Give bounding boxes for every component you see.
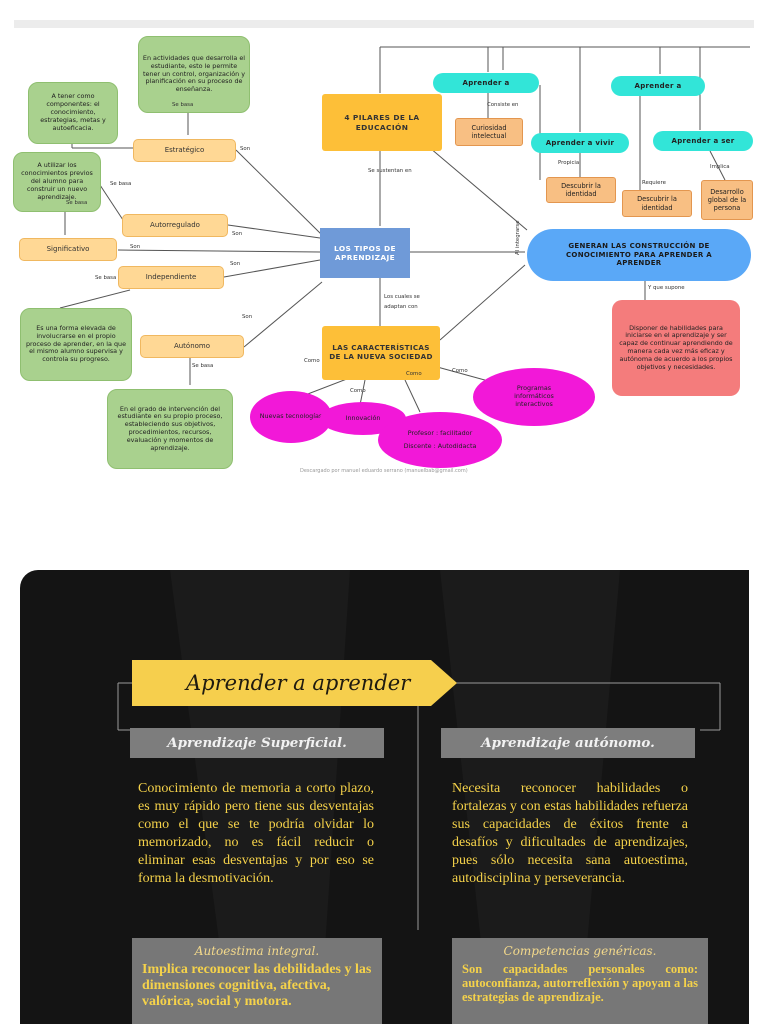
label-consiste-en: Consiste en (487, 102, 519, 108)
label-como-3: Como (406, 371, 422, 377)
label-se-sustentan: Se sustentan en (368, 168, 412, 174)
label-requiere: Requiere (642, 180, 666, 186)
society-teacher-student: Profesor : facilitador Discente : Autodi… (378, 412, 502, 468)
type-estrategico: Estratégico (133, 139, 236, 162)
label-son-4: Son (230, 261, 241, 267)
right-box-text: Son capacidades personales como: autocon… (462, 962, 698, 1004)
pillar-aprender-a-vivir: Aprender a vivir (531, 133, 629, 153)
type-significativo: Significativo (19, 238, 117, 261)
society-programs: Programas informáticos interactivos (473, 368, 595, 426)
pillars-node: 4 PILARES DE LA EDUCACIÓN (322, 94, 442, 151)
generate-node: GENERAN LAS CONSTRUCCIÓN DE CONOCIMIENTO… (527, 229, 751, 281)
autonomous-description-box: En el grado de intervención del estudian… (107, 389, 233, 469)
label-son-5: Son (242, 314, 253, 320)
type-autonomo: Autónomo (140, 335, 244, 358)
society-new-technologies: Nuevas tecnologías (250, 391, 332, 443)
strategic-description-box: En actividades que desarrolla el estudia… (138, 36, 250, 113)
teacher-label: Profesor : facilitador (407, 428, 473, 437)
independent-description-box: Es una forma elevada de involucrarse en … (20, 308, 132, 381)
characteristics-node: LAS CARACTERÍSTICAS DE LA NUEVA SOCIEDAD (322, 326, 440, 380)
prior-knowledge-box: A utilizar los conocimientos previos del… (13, 152, 101, 212)
label-al-integrarse: Al integrarse (515, 220, 521, 255)
poster-title: Aprender a aprender (186, 671, 411, 695)
center-node: LOS TIPOS DE APRENDIZAJE (320, 228, 410, 278)
label-se-basa-3: Se basa (66, 200, 88, 206)
concept-map: En actividades que desarrolla el estudia… (0, 30, 768, 480)
components-box: A tener como componentes: el conocimient… (28, 82, 118, 144)
poster-title-banner: Aprender a aprender (132, 660, 457, 706)
label-los-cuales: Los cuales se adaptan con (384, 294, 420, 310)
pillar-aprender-a-1: Aprender a (433, 73, 539, 93)
left-box-title: Autoestima integral. (194, 944, 320, 958)
label-se-basa-5: Se basa (192, 363, 214, 369)
learning-poster: Aprender a aprender Aprendizaje Superfic… (20, 570, 749, 1024)
label-como-4: Como (452, 368, 468, 374)
label-son-2: Son (232, 231, 243, 237)
left-info-box: Autoestima integral. Implica reconocer l… (132, 938, 382, 1024)
development-box: Desarrollo global de la persona (701, 180, 753, 220)
student-label: Discente : Autodidacta (403, 441, 477, 450)
abilities-box: Disponer de habilidades para iniciarse e… (612, 300, 740, 396)
top-border (14, 20, 754, 28)
label-como-2: Como (350, 388, 366, 394)
label-se-basa-2: Se basa (110, 181, 132, 187)
identity-box-2: Descubrir la identidad (622, 190, 692, 217)
right-heading-bar: Aprendizaje autónomo. (441, 728, 695, 758)
identity-box-1: Descubrir la identidad (546, 177, 616, 203)
left-heading-bar: Aprendizaje Superficial. (130, 728, 384, 758)
label-son-1: Son (240, 146, 251, 152)
pillar-aprender-a-2: Aprender a (611, 76, 705, 96)
label-implica: Implica (710, 164, 730, 170)
download-footer: Descargado por manuel eduardo serrano (m… (300, 468, 468, 474)
label-son-3: Son (130, 244, 141, 250)
type-independiente: Independiente (118, 266, 224, 289)
type-autorregulado: Autorregulado (122, 214, 228, 237)
curiosity-box: Curiosidad intelectual (455, 118, 523, 146)
left-paragraph: Conocimiento de memoria a corto plazo, e… (138, 781, 374, 886)
label-y-que-supone: Y que supone (648, 285, 685, 291)
label-propicia: Propicia (558, 160, 580, 166)
right-box-title: Competencias genéricas. (503, 944, 657, 958)
right-info-box: Competencias genéricas. Son capacidades … (452, 938, 708, 1024)
label-se-basa-4: Se basa (95, 275, 117, 281)
label-se-basa-1: Se basa (172, 102, 194, 108)
pillar-aprender-a-ser: Aprender a ser (653, 131, 753, 151)
label-como-1: Como (304, 358, 320, 364)
left-box-text: Implica reconocer las debilidades y las … (142, 962, 372, 1009)
right-paragraph: Necesita reconocer habilidades o fortale… (452, 781, 688, 886)
